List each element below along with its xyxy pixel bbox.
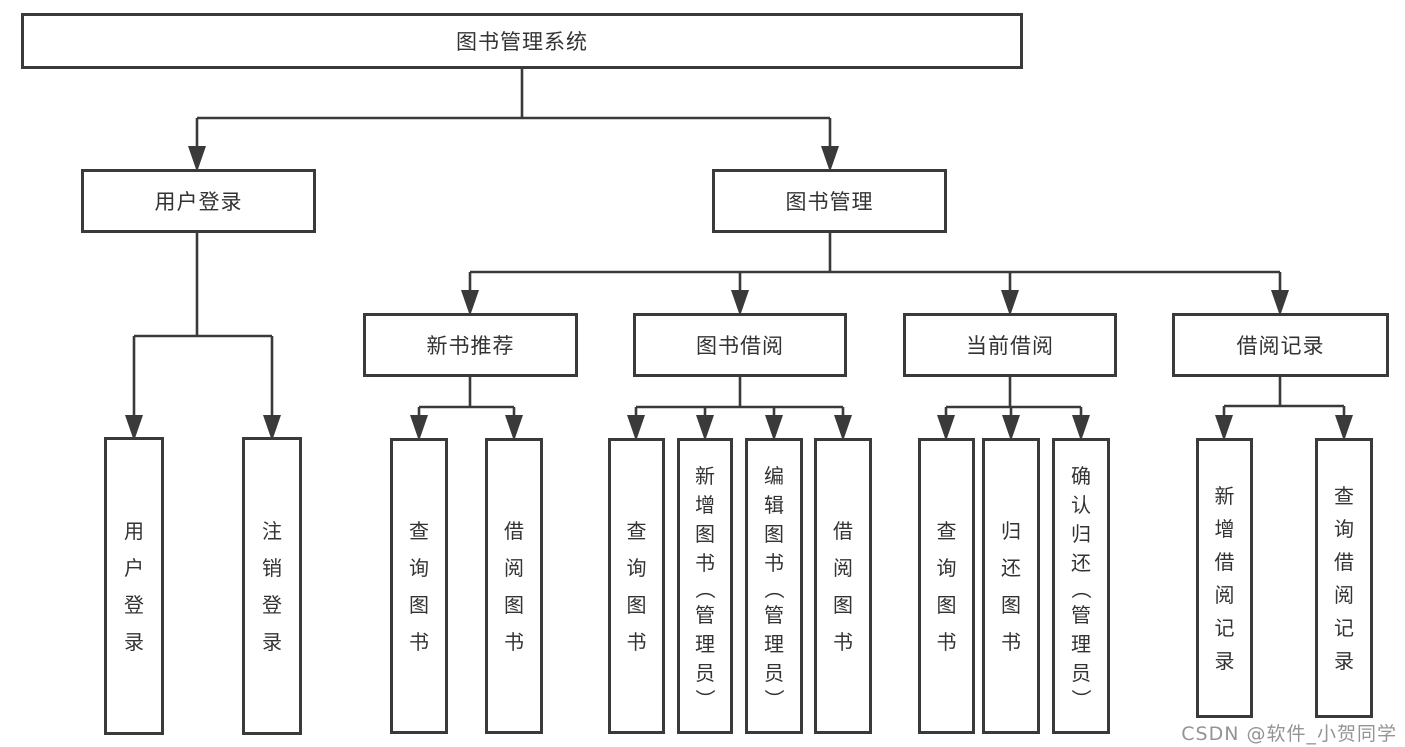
leaf-user-login-label: 用户登录 <box>124 518 144 654</box>
leaf-add-books-admin-label: 新增图书（管理员） <box>693 464 717 709</box>
node-borrow-records: 借阅记录 <box>1172 313 1389 377</box>
leaf-current-query-books-label: 查询图书 <box>936 518 957 654</box>
leaf-recommend-query-books-label: 查询图书 <box>409 518 429 654</box>
leaf-edit-books-admin: 编辑图书（管理员） <box>745 438 803 734</box>
root-node-library-system: 图书管理系统 <box>21 13 1023 69</box>
node-book-management: 图书管理 <box>712 169 947 233</box>
leaf-recommend-borrow-books-label: 借阅图书 <box>504 518 524 654</box>
leaf-return-books: 归还图书 <box>982 438 1040 734</box>
connector-records <box>1222 377 1346 416</box>
node-book-management-label: 图书管理 <box>785 190 874 214</box>
leaf-add-borrow-record-label: 新增借阅记录 <box>1214 483 1235 673</box>
node-user-login: 用户登录 <box>81 169 316 233</box>
root-node-label: 图书管理系统 <box>456 30 588 54</box>
arrowheads <box>125 146 1353 441</box>
node-book-borrow: 图书借阅 <box>633 313 847 377</box>
leaf-confirm-return-admin-label: 确认归还（管理员） <box>1069 464 1093 709</box>
connector-recommend <box>417 377 516 416</box>
leaf-borrow-books: 借阅图书 <box>814 438 872 734</box>
node-new-book-recommend: 新书推荐 <box>363 313 578 377</box>
leaf-borrow-query-books: 查询图书 <box>608 438 665 734</box>
leaf-edit-books-admin-label: 编辑图书（管理员） <box>762 464 786 709</box>
leaf-borrow-books-label: 借阅图书 <box>833 518 853 654</box>
leaf-current-query-books: 查询图书 <box>918 438 975 734</box>
leaf-logout: 注销登录 <box>242 437 302 735</box>
node-current-borrow-label: 当前借阅 <box>966 334 1054 358</box>
node-new-book-recommend-label: 新书推荐 <box>426 334 515 358</box>
leaf-recommend-query-books: 查询图书 <box>390 438 448 734</box>
leaf-user-login: 用户登录 <box>104 437 164 735</box>
leaf-borrow-query-books-label: 查询图书 <box>626 518 647 654</box>
connector-borrow <box>634 377 845 416</box>
leaf-return-books-label: 归还图书 <box>1001 518 1021 654</box>
leaf-add-books-admin: 新增图书（管理员） <box>677 438 733 734</box>
node-book-borrow-label: 图书借阅 <box>696 334 784 358</box>
leaf-confirm-return-admin: 确认归还（管理员） <box>1052 438 1110 734</box>
leaf-add-borrow-record: 新增借阅记录 <box>1196 438 1253 718</box>
connector-login <box>132 233 274 416</box>
node-user-login-label: 用户登录 <box>154 190 243 214</box>
leaf-logout-label: 注销登录 <box>262 518 282 654</box>
node-borrow-records-label: 借阅记录 <box>1236 334 1325 358</box>
connector-management <box>468 233 1282 292</box>
connector-root <box>195 69 832 148</box>
csdn-watermark: CSDN @软件_小贺同学 <box>1181 723 1397 745</box>
node-current-borrow: 当前借阅 <box>903 313 1117 377</box>
leaf-query-borrow-record: 查询借阅记录 <box>1315 438 1373 718</box>
leaf-recommend-borrow-books: 借阅图书 <box>485 438 543 734</box>
connector-current <box>944 377 1083 416</box>
leaf-query-borrow-record-label: 查询借阅记录 <box>1334 483 1354 673</box>
